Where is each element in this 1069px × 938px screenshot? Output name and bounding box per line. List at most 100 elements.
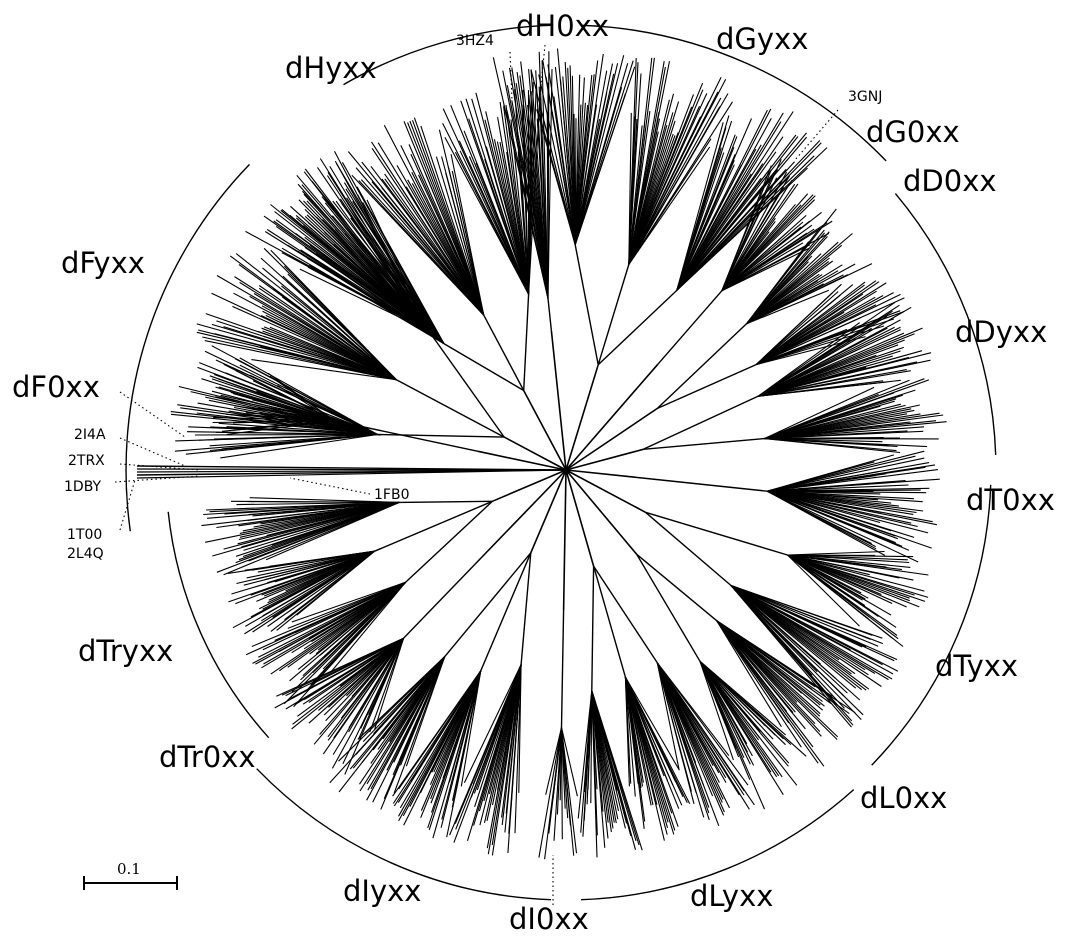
leaf-branch [721, 199, 759, 291]
leaf-branch [263, 247, 397, 381]
clade-label-dIyxx: dIyxx [343, 874, 422, 908]
leaf-branch [766, 490, 919, 563]
leaf-branch [338, 656, 446, 793]
leaf-branch [721, 247, 810, 292]
leaf-branch [271, 501, 400, 546]
leaf-branch [554, 66, 576, 245]
leaf-branch [213, 416, 335, 422]
leaf-branch [201, 501, 400, 527]
leaf-branch [371, 181, 485, 316]
bundle-branch [643, 437, 765, 450]
leaf-branch [574, 53, 604, 245]
leaf-branch [628, 97, 722, 265]
bundle-branch [374, 500, 493, 552]
leaf-branch [251, 359, 397, 381]
clade-brackets [125, 24, 997, 901]
leaf-branch [368, 637, 405, 716]
scale-bar [83, 876, 178, 890]
leaf-branch [787, 550, 885, 556]
leaf-branch [628, 118, 638, 265]
leaf-branch [699, 661, 766, 810]
clade-label-dT0xx: dT0xx [966, 483, 1055, 517]
leaf-branch [656, 662, 680, 771]
clade-label-dTr0xx: dTr0xx [159, 740, 256, 774]
leaf-branch [656, 662, 720, 826]
leaf-branch [338, 656, 446, 762]
leaf-branch [297, 637, 404, 717]
leaf-branch [716, 620, 813, 690]
leaf-branch [764, 438, 928, 448]
leaf-branch [591, 690, 606, 848]
leaf-branch [236, 550, 375, 585]
leaf-branch [787, 554, 897, 628]
leaf-branch [392, 670, 482, 804]
bracket-dHyxx-dH0xx [343, 24, 551, 86]
leaf-branch [518, 664, 522, 793]
leaf-branch [235, 253, 397, 381]
leaf-branch [628, 76, 722, 265]
leaf-branch [538, 727, 563, 858]
leaf-branch [676, 161, 795, 291]
leaf-branch [460, 670, 482, 787]
leaf-branch [514, 89, 530, 295]
leaf-branch [730, 585, 864, 716]
leaf-branch [383, 124, 485, 316]
bundle-branch [480, 552, 532, 671]
clade-stem [565, 363, 659, 471]
leaf-branch [218, 386, 335, 422]
leaf-branch [262, 550, 375, 617]
leaf-branch [716, 620, 806, 730]
bundle-branch [405, 500, 493, 583]
leaf-branch [330, 581, 407, 673]
leaf-branch [384, 173, 485, 316]
leaf-branch [441, 156, 485, 316]
bracket-dFyxx-dF0xx [125, 163, 251, 532]
leaf-branch [251, 581, 406, 648]
leaf-branch [202, 336, 397, 381]
leaf-branch [716, 620, 816, 688]
leaf-branch [730, 584, 871, 640]
leaf-branch [577, 690, 593, 819]
clade-stem [503, 436, 567, 471]
leaf-branch [213, 433, 378, 440]
leaf-branch [551, 111, 576, 245]
leaf-branch [755, 291, 839, 366]
clade-label-dL0xx: dL0xx [860, 781, 948, 815]
leaf-branch [374, 638, 405, 730]
leaf-branch [766, 490, 910, 551]
leaf-branch [329, 656, 446, 784]
bundle-branch [547, 298, 553, 331]
leaf-branch [574, 63, 619, 245]
clade-stem [565, 469, 638, 555]
bundle-branch [428, 331, 505, 438]
leaf-branch [331, 637, 405, 769]
leaf-branch [438, 129, 485, 316]
leaf-branch [381, 187, 485, 316]
leaf-branch [730, 585, 848, 694]
leaf-branch [399, 656, 446, 760]
leaf-branch [787, 554, 910, 564]
leaf-branch [277, 384, 335, 422]
leaf-branch [259, 346, 397, 381]
leaf-branch [676, 164, 735, 291]
bundle-branch [636, 553, 701, 662]
leaf-branch [335, 200, 430, 332]
leaf-branch [574, 70, 608, 245]
clade-stem [562, 469, 567, 611]
leaf-branch [574, 63, 629, 245]
leaf-branch [764, 392, 895, 440]
leaf-branch [676, 122, 724, 291]
clade-stem [522, 390, 567, 471]
clade-stem [477, 450, 567, 471]
leaf-branch [767, 490, 914, 515]
leaf-branch [538, 74, 576, 245]
tree-branches [136, 48, 947, 860]
leaf-branch [209, 433, 378, 447]
bundle-branch [377, 433, 505, 438]
leaf-branch [228, 550, 375, 603]
leaf-branch [544, 727, 563, 860]
clade-stem [475, 469, 567, 565]
leaf-branch [299, 268, 430, 333]
pdb-label-2TRX: 2TRX [68, 453, 105, 469]
clade-stem [565, 469, 676, 483]
